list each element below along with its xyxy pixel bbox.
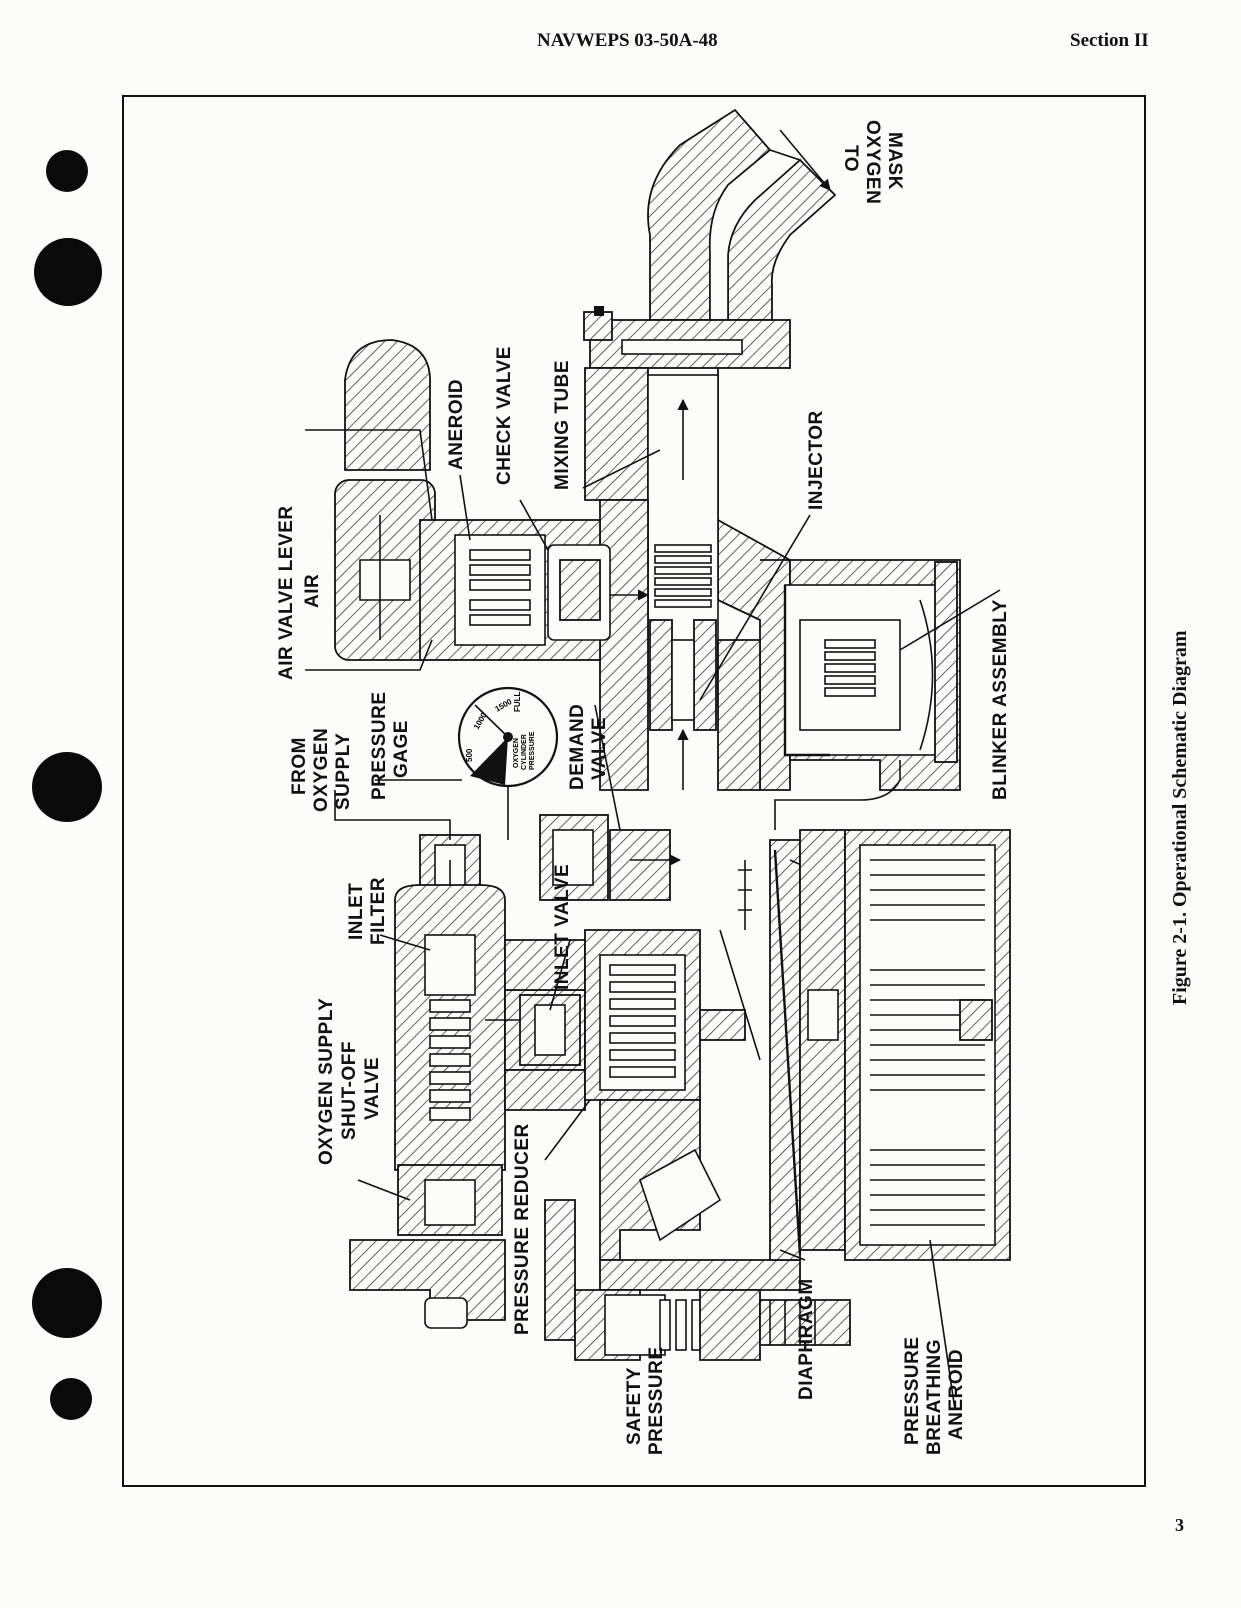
label-pressure-reducer: PRESSURE REDUCER bbox=[512, 1123, 533, 1335]
reducer-spring bbox=[609, 964, 676, 1078]
label-shutoff-1: OXYGEN SUPPLY bbox=[316, 998, 337, 1165]
callout-labels: TO OXYGEN MASK MIXING TUBE CHECK VALVE A… bbox=[276, 120, 1011, 1455]
label-to-oxygen-mask-3: MASK bbox=[884, 132, 905, 190]
blinker-assembly bbox=[760, 559, 961, 830]
binder-hole-4 bbox=[32, 1268, 102, 1338]
lower-housing bbox=[599, 829, 846, 1291]
leader-lines bbox=[305, 429, 1001, 1411]
pressure-breathing-aneroid bbox=[844, 829, 1011, 1261]
binder-hole-1 bbox=[46, 150, 88, 192]
label-demand-valve-2: VALVE bbox=[589, 717, 610, 780]
label-blinker-assembly: BLINKER ASSEMBLY bbox=[990, 599, 1011, 800]
label-aneroid: ANEROID bbox=[446, 379, 467, 470]
document-number: NAVWEPS 03-50A-48 bbox=[537, 30, 718, 51]
label-shutoff-2: SHUT-OFF bbox=[339, 1041, 360, 1140]
label-diaphragm: DIAPHRAGM bbox=[796, 1278, 817, 1400]
gage-face-line-2: CYLINDER bbox=[521, 734, 528, 770]
label-pressure-gage-2: GAGE bbox=[391, 720, 412, 778]
injector-ribs bbox=[654, 544, 712, 608]
gage-face-line-1: OXYGEN bbox=[513, 738, 520, 768]
label-pba-1: PRESSURE bbox=[902, 1336, 923, 1445]
safety-spring bbox=[659, 1299, 703, 1351]
label-air-valve-lever: AIR VALVE LEVER bbox=[276, 505, 297, 680]
binder-hole-3 bbox=[32, 752, 102, 822]
aneroid-bellows bbox=[469, 549, 531, 626]
label-inlet-filter-2: FILTER bbox=[368, 877, 389, 945]
label-injector: INJECTOR bbox=[806, 410, 827, 510]
label-pressure-gage-1: PRESSURE bbox=[369, 691, 390, 800]
label-safety-pressure-1: SAFETY bbox=[624, 1367, 645, 1445]
label-air: AIR bbox=[302, 574, 323, 608]
label-mixing-tube: MIXING TUBE bbox=[552, 360, 573, 490]
label-pba-3: ANEROID bbox=[946, 1349, 967, 1440]
label-shutoff-3: VALVE bbox=[362, 1057, 383, 1120]
label-safety-pressure-2: PRESSURE bbox=[646, 1346, 667, 1455]
binder-hole-5 bbox=[50, 1378, 92, 1420]
label-inlet-valve: INLET VALVE bbox=[552, 864, 573, 990]
label-inlet-filter-1: INLET bbox=[346, 883, 367, 940]
blinker-bellows bbox=[824, 639, 876, 697]
label-to-oxygen-mask-1: TO bbox=[840, 145, 861, 172]
outlet-flange bbox=[583, 306, 791, 369]
mixing-tube-body bbox=[584, 367, 791, 791]
binder-hole-2 bbox=[34, 238, 102, 306]
label-from-oxygen-supply-2: OXYGEN bbox=[311, 728, 332, 812]
safety-pressure-valve bbox=[544, 1199, 851, 1361]
figure-frame bbox=[122, 95, 1146, 1487]
gage-face-line-3: PRESSURE bbox=[529, 731, 536, 770]
figure-caption: Figure 2-1. Operational Schematic Diagra… bbox=[1169, 630, 1191, 1005]
mask-outlet-elbow bbox=[647, 108, 837, 321]
label-from-oxygen-supply-3: SUPPLY bbox=[333, 733, 354, 810]
label-check-valve: CHECK VALVE bbox=[494, 346, 515, 485]
air-valve-assembly bbox=[334, 339, 650, 661]
label-demand-valve-1: DEMAND bbox=[567, 704, 588, 790]
pressure-reducer-block bbox=[504, 814, 761, 1111]
label-to-oxygen-mask-2: OXYGEN bbox=[862, 120, 883, 204]
label-from-oxygen-supply-1: FROM bbox=[289, 737, 310, 795]
label-pba-2: BREATHING bbox=[924, 1339, 945, 1455]
shutoff-spring bbox=[429, 999, 471, 1121]
page-number: 3 bbox=[1175, 1515, 1184, 1535]
gage-full: FULL bbox=[513, 691, 522, 712]
section-label: Section II bbox=[1070, 30, 1149, 51]
gage-scale-low: 500 bbox=[465, 748, 474, 762]
pressure-gage: 500 1000 1500 FULL OXYGEN CYLINDER PRESS… bbox=[457, 686, 559, 840]
